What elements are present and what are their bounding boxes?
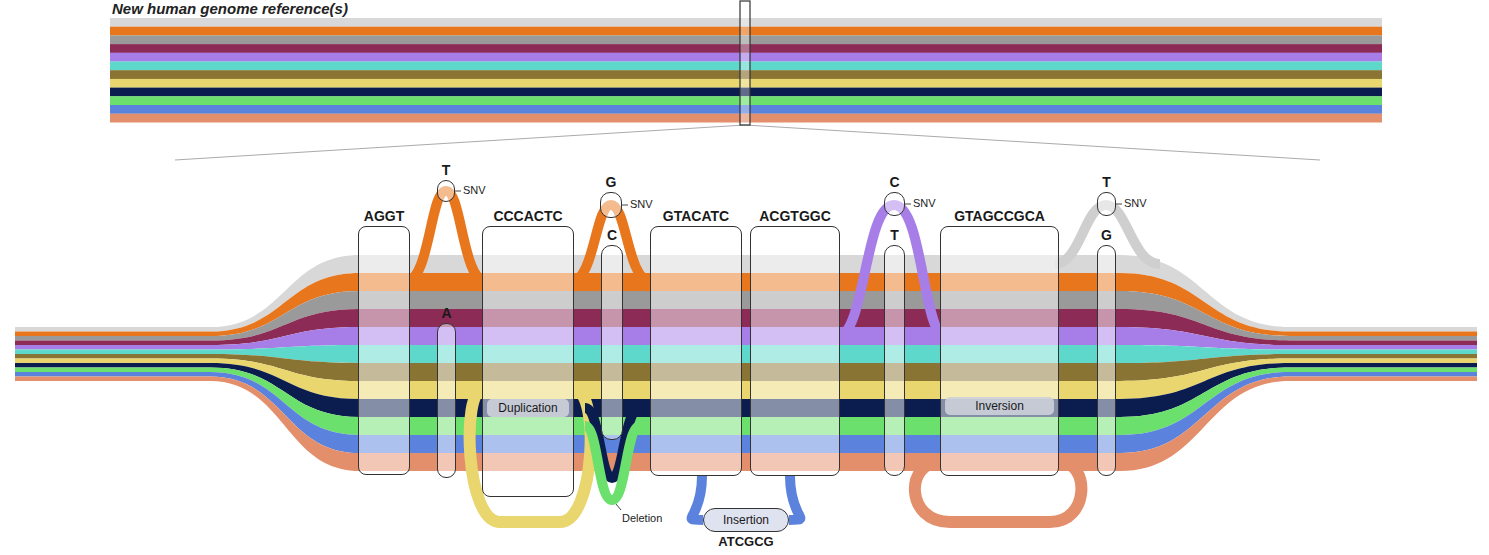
sequence-text: ATCGCG (718, 534, 773, 549)
sequence-text: T (442, 162, 451, 178)
sequence-text: Insertion (704, 509, 788, 531)
sequence-node: T (884, 245, 905, 476)
snv-label: SNV (1124, 197, 1147, 209)
sequence-node: ACGTGGC (750, 226, 840, 476)
variant-pill: G (600, 192, 622, 218)
variant-detours (405, 191, 1160, 522)
snv-label: SNV (630, 198, 653, 210)
sequence-text: G (606, 174, 617, 190)
sequence-text: C (889, 174, 899, 190)
snv-label: SNV (913, 197, 936, 209)
sequence-text: A (441, 305, 451, 321)
sequence-text: GTAGCCGCA (954, 208, 1045, 224)
sequence-node: CCCACTCDuplication (482, 226, 574, 497)
variant-pill: C (884, 192, 905, 216)
variant-label: Duplication (487, 399, 569, 417)
haplotype-bands (15, 255, 1477, 471)
sequence-node: AGGT (358, 226, 410, 475)
leader-lines (455, 191, 1122, 510)
variant-label: Inversion (945, 397, 1054, 415)
snv-label: SNV (463, 184, 486, 196)
sequence-text: CCCACTC (493, 208, 562, 224)
insertion-band (789, 476, 800, 520)
diagram-title: New human genome reference(s) (112, 0, 348, 17)
variant-label: Deletion (622, 512, 662, 524)
sequence-text: C (607, 227, 617, 243)
sequence-text: AGGT (364, 208, 404, 224)
sequence-text: ACGTGGC (759, 208, 831, 224)
insertion-band (692, 476, 703, 520)
sequence-text: G (1101, 227, 1112, 243)
variant-pill: InsertionATCGCG (703, 508, 789, 532)
sequence-node: GTACATC (650, 226, 742, 476)
sequence-node: G (1097, 245, 1116, 476)
sequence-text: T (890, 227, 899, 243)
sequence-node: A (437, 323, 456, 478)
variant-pill: T (437, 180, 455, 202)
variant-pill: T (1097, 192, 1116, 216)
sequence-node: C (601, 245, 623, 440)
sequence-text: T (1102, 174, 1111, 190)
sequence-node: GTAGCCGCAInversion (940, 226, 1059, 476)
sequence-text: GTACATC (663, 208, 729, 224)
